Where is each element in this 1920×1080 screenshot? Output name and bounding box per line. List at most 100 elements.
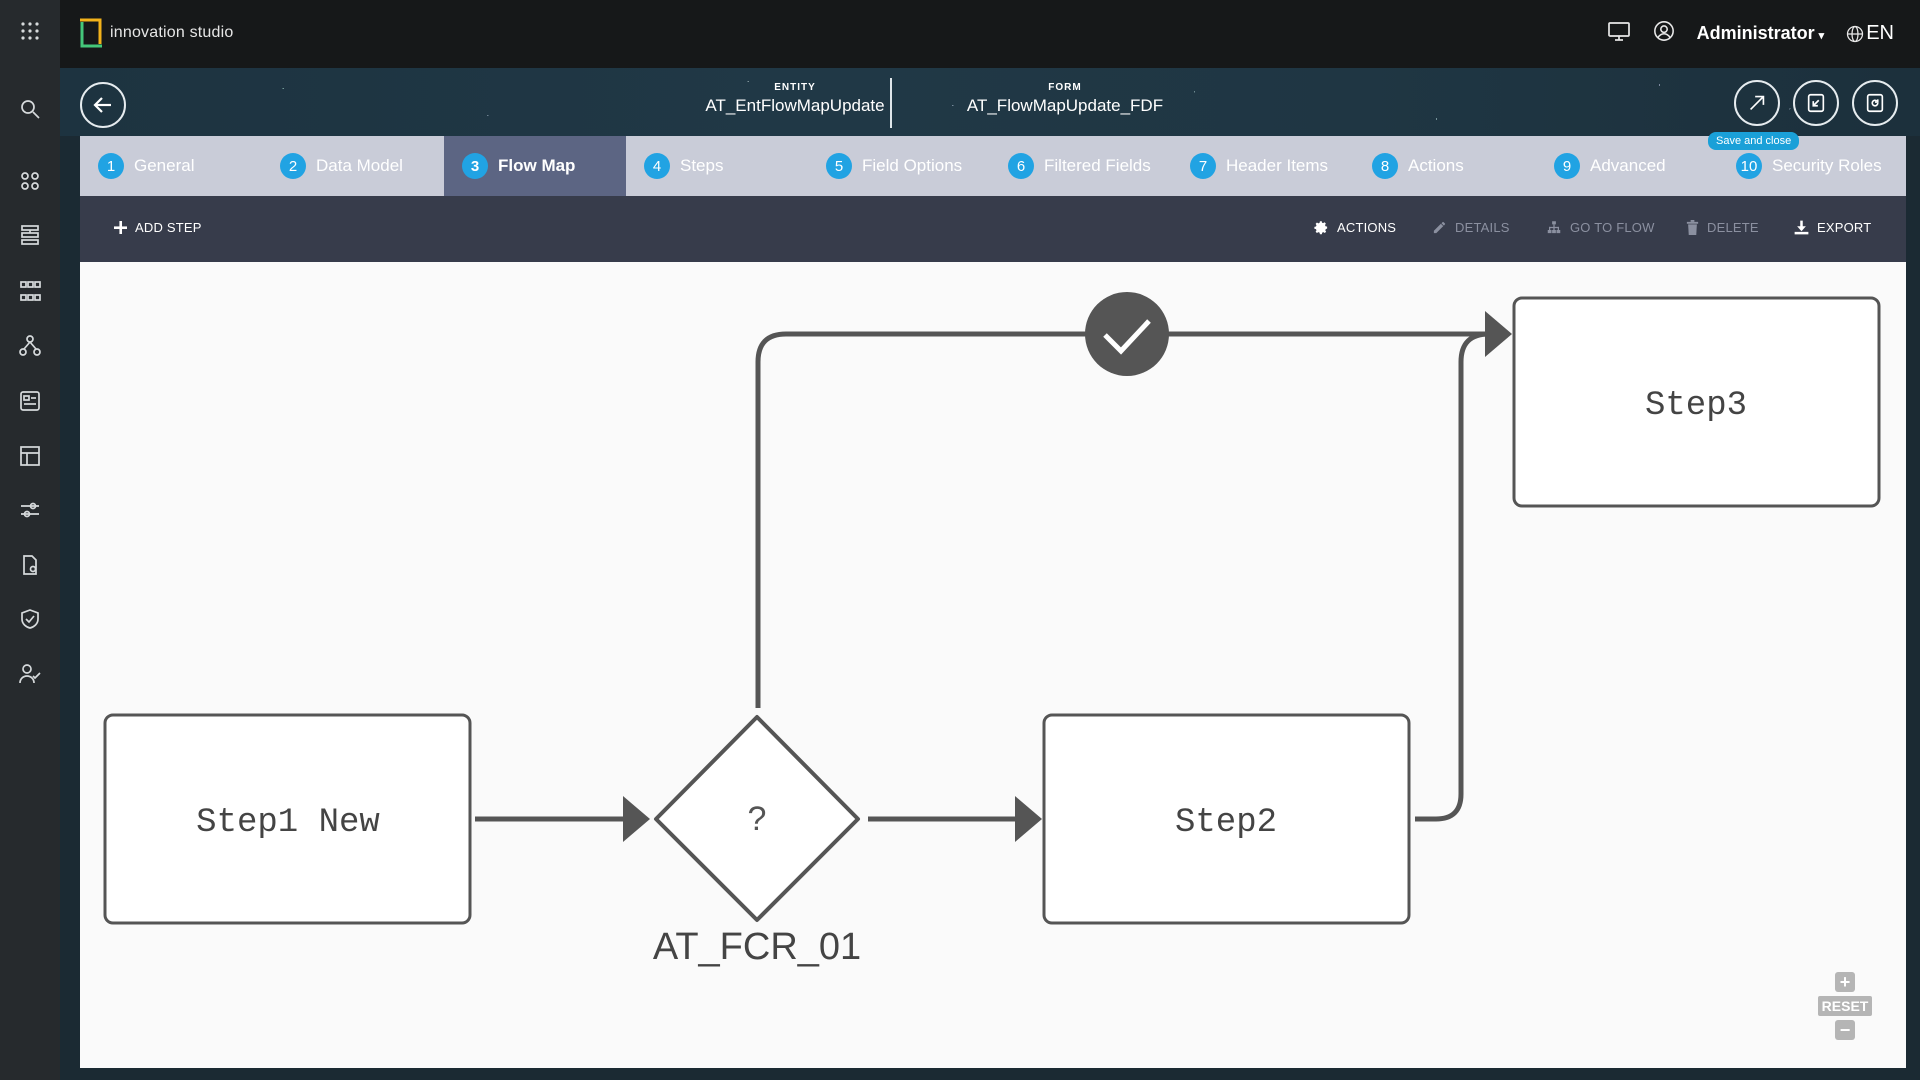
decision-symbol: ? — [748, 800, 767, 838]
condition-true-badge[interactable] — [1085, 292, 1169, 376]
globe-icon — [1847, 25, 1864, 42]
form-layout-icon[interactable] — [17, 388, 43, 414]
trash-icon — [1686, 220, 1699, 235]
sitemap-icon — [1547, 221, 1561, 234]
pencil-icon — [1433, 221, 1446, 234]
arrow-up-right-icon — [1749, 95, 1765, 111]
arrow-left-icon — [93, 97, 111, 113]
user-avatar-icon[interactable] — [1653, 20, 1675, 47]
tab-label: Header Items — [1226, 156, 1329, 175]
save-refresh-icon — [1866, 93, 1884, 113]
back-button[interactable] — [80, 82, 126, 128]
tab-general[interactable]: 1 General — [80, 136, 262, 196]
structure-icon[interactable] — [17, 222, 43, 248]
tab-number: 1 — [98, 153, 124, 179]
save-button[interactable] — [1852, 80, 1898, 126]
delete-button[interactable]: DELETE — [1686, 220, 1759, 235]
tab-number: 7 — [1190, 153, 1216, 179]
tab-label: Data Model — [316, 156, 403, 175]
connector-decision-to-step3 — [755, 331, 1490, 708]
language-selector[interactable]: EN — [1846, 22, 1894, 45]
add-step-label: ADD STEP — [135, 220, 202, 235]
tab-label: Security Roles — [1772, 156, 1882, 175]
logo-mark-icon — [78, 16, 104, 50]
flow-map-canvas[interactable]: Step1 New Step2 Step3 ? AT_FCR_01 + RESE… — [80, 262, 1906, 1068]
tab-number: 5 — [826, 153, 852, 179]
save-close-icon — [1807, 93, 1825, 113]
decision-label: AT_FCR_01 — [653, 926, 861, 968]
tab-security-roles[interactable]: 10 Security Roles — [1718, 136, 1906, 196]
plus-icon — [114, 221, 127, 234]
tab-number: 3 — [462, 153, 488, 179]
monitor-icon[interactable] — [1607, 20, 1631, 47]
details-label: DETAILS — [1455, 220, 1510, 235]
open-external-button[interactable] — [1734, 80, 1780, 126]
tab-label: General — [134, 156, 195, 175]
save-and-close-button[interactable] — [1793, 80, 1839, 126]
tab-header-items[interactable]: 7 Header Items — [1172, 136, 1354, 196]
step-node-step2[interactable]: Step2 — [1042, 713, 1411, 925]
tab-data-model[interactable]: 2 Data Model — [262, 136, 444, 196]
decision-node[interactable]: ? AT_FCR_01 — [653, 715, 861, 968]
language-code: EN — [1866, 22, 1894, 44]
zoom-reset-button[interactable]: RESET — [1818, 996, 1872, 1016]
security-shield-icon[interactable] — [17, 606, 43, 632]
app-name: innovation studio — [110, 24, 234, 41]
network-icon[interactable] — [17, 333, 43, 359]
app-logo[interactable]: innovation studio — [78, 16, 234, 50]
tab-number: 10 — [1736, 153, 1762, 179]
search-icon[interactable] — [17, 96, 43, 122]
zoom-out-button[interactable]: − — [1835, 1020, 1855, 1040]
entity-info: ENTITY AT_EntFlowMapUpdate — [680, 82, 910, 116]
arrow-head-icon — [1015, 796, 1042, 842]
entity-value: AT_EntFlowMapUpdate — [705, 96, 885, 115]
tab-label: Actions — [1408, 156, 1464, 175]
step-node-step3[interactable]: Step3 — [1512, 296, 1881, 508]
go-to-flow-button[interactable]: GO TO FLOW — [1546, 220, 1655, 235]
arrow-head-icon — [1485, 311, 1512, 357]
details-button[interactable]: DETAILS — [1432, 220, 1510, 235]
chevron-down-icon: ▾ — [1818, 30, 1825, 42]
connector-lines — [475, 331, 1490, 822]
designer-header: ENTITY AT_EntFlowMapUpdate FORM AT_FlowM… — [60, 68, 1920, 136]
step-node-step1[interactable]: Step1 New — [103, 713, 472, 925]
tab-number: 2 — [280, 153, 306, 179]
tab-steps[interactable]: 4 Steps — [626, 136, 808, 196]
tab-label: Advanced — [1590, 156, 1666, 175]
hierarchy-icon[interactable] — [17, 278, 43, 304]
tab-filtered-fields[interactable]: 6 Filtered Fields — [990, 136, 1172, 196]
tab-label: Flow Map — [498, 156, 576, 175]
form-info: FORM AT_FlowMapUpdate_FDF — [900, 82, 1230, 116]
modules-icon[interactable] — [17, 168, 43, 194]
tab-label: Steps — [680, 156, 724, 175]
zoom-controls: + RESET − — [1818, 968, 1872, 1044]
user-check-icon[interactable] — [17, 661, 43, 687]
header-divider — [890, 78, 892, 128]
form-value: AT_FlowMapUpdate_FDF — [966, 96, 1164, 115]
user-menu[interactable]: Administrator▾ — [1697, 23, 1825, 44]
tab-field-options[interactable]: 5 Field Options — [808, 136, 990, 196]
entity-label: ENTITY — [774, 82, 816, 93]
tab-label: Filtered Fields — [1044, 156, 1151, 175]
step-label: Step2 — [1175, 804, 1277, 842]
document-settings-icon[interactable] — [17, 552, 43, 578]
add-step-button[interactable]: ADD STEP — [114, 220, 202, 235]
tab-flow-map[interactable]: 3 Flow Map — [444, 136, 626, 196]
tab-label: Field Options — [862, 156, 963, 175]
connector-step2-to-step3 — [1415, 331, 1490, 822]
step-label: Step1 New — [196, 804, 380, 842]
settings-sliders-icon[interactable] — [17, 497, 43, 523]
gear-icon — [1314, 221, 1328, 235]
zoom-in-button[interactable]: + — [1835, 972, 1855, 992]
flow-diagram[interactable]: Step1 New Step2 Step3 ? AT_FCR_01 — [80, 262, 1906, 1068]
tab-number: 6 — [1008, 153, 1034, 179]
top-bar: innovation studio Administrator▾ EN — [60, 0, 1920, 68]
apps-grid-icon[interactable] — [17, 18, 43, 44]
actions-button[interactable]: ACTIONS — [1314, 220, 1396, 235]
export-button[interactable]: EXPORT — [1794, 220, 1871, 235]
download-icon — [1794, 220, 1809, 235]
report-icon[interactable] — [17, 443, 43, 469]
tab-number: 4 — [644, 153, 670, 179]
